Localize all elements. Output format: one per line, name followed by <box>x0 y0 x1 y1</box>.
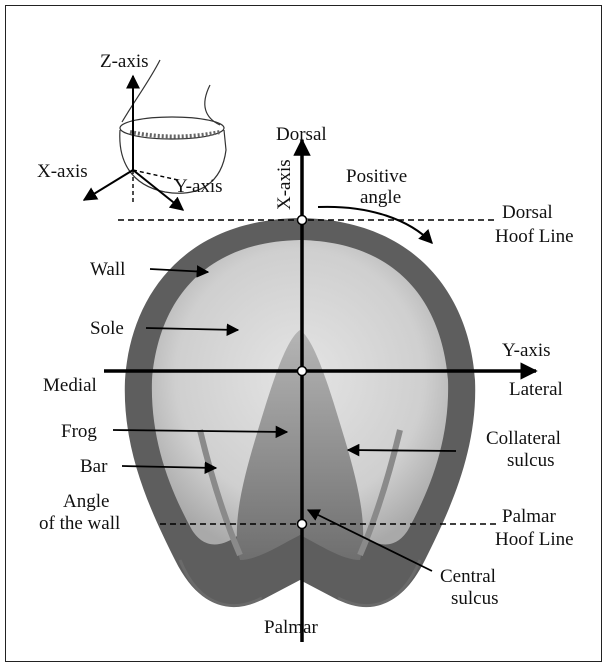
dorsal-hoof-line-label-1: Dorsal <box>502 202 553 223</box>
positive-angle-line2: angle <box>360 187 401 208</box>
angle-of-wall-label-1: Angle <box>63 491 109 512</box>
central-sulcus-label-1: Central <box>440 566 496 587</box>
positive-angle-line1: Positive <box>346 166 407 187</box>
dorsal-hoof-line-label-2: Hoof Line <box>495 226 574 247</box>
y-axis-inset-label: Y-axis <box>174 176 223 197</box>
frog-label: Frog <box>61 421 97 442</box>
origin-point <box>298 367 307 376</box>
z-axis-label: Z-axis <box>100 51 149 72</box>
dorsal-point <box>298 216 307 225</box>
palmar-hoof-line-label-2: Hoof Line <box>495 529 574 550</box>
medial-label: Medial <box>43 375 97 396</box>
dorsal-label: Dorsal <box>276 124 327 145</box>
collateral-sulcus-pointer <box>348 450 456 451</box>
palmar-label: Palmar <box>264 617 318 638</box>
inset-x-axis-arrow <box>84 170 133 200</box>
collateral-sulcus-label-2: sulcus <box>507 450 555 471</box>
wall-label: Wall <box>90 259 125 280</box>
palmar-hoof-line-label-1: Palmar <box>502 506 556 527</box>
inset-axes <box>84 76 183 210</box>
lateral-label: Lateral <box>509 379 563 400</box>
bar-label: Bar <box>80 456 108 477</box>
y-axis-label: Y-axis <box>502 340 551 361</box>
angle-of-wall-label-2: of the wall <box>39 513 120 534</box>
sole-label: Sole <box>90 318 124 339</box>
hoof-image <box>125 218 475 606</box>
x-axis-label: X-axis <box>274 159 295 210</box>
palmar-point <box>298 520 307 529</box>
central-sulcus-label-2: sulcus <box>451 588 499 609</box>
collateral-sulcus-label-1: Collateral <box>486 428 561 449</box>
x-axis-inset-label: X-axis <box>37 161 88 182</box>
